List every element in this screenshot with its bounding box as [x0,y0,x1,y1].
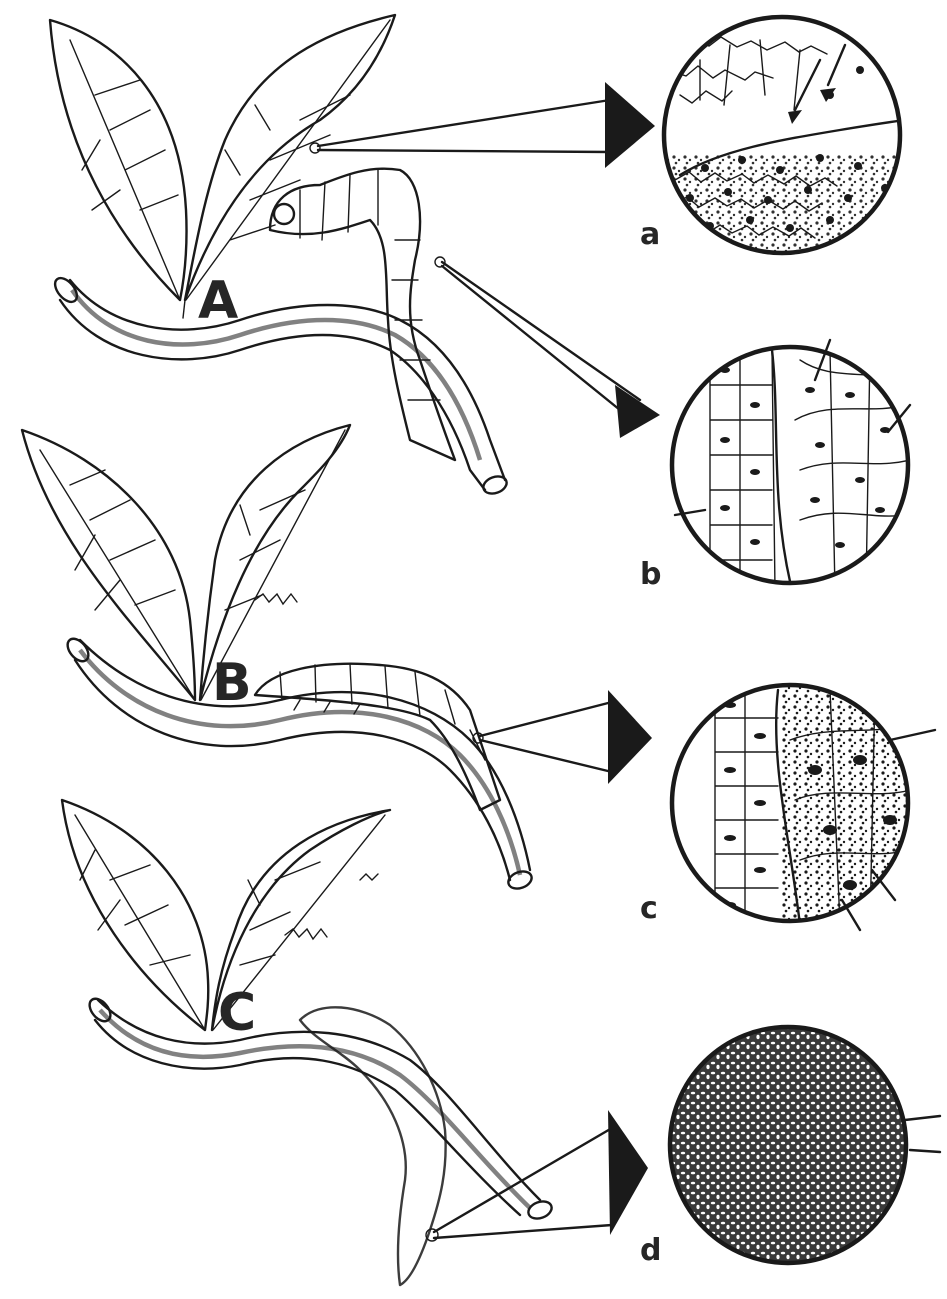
pointer-arrowhead-d [608,1110,648,1235]
stage-a-label: A [198,271,238,331]
inset-c: c [640,683,935,933]
stage-a-larva [270,169,455,460]
inset-d: d [640,1027,940,1268]
inset-c-label: c [640,891,658,926]
pointer-arrowhead-a [605,82,655,168]
stage-a-pointers [318,82,660,438]
stage-b-label: B [212,653,252,713]
inset-a: a [640,15,920,275]
pointer-arrowhead-b [615,385,660,438]
inset-b-label: b [640,557,661,592]
inset-b: b [640,340,910,592]
stage-a-leaf-sample-point [310,143,320,153]
stage-c-label: C [218,983,256,1043]
stage-a-group: A [50,15,509,497]
stage-a-stem [60,280,505,490]
pointer-arrowhead-c [608,690,652,784]
stage-c-group: C [62,800,554,1285]
stage-b-group: B [22,425,534,892]
stage-b-pointers [480,690,652,784]
stage-b-leaves [22,425,350,700]
stage-c-stem [95,1000,540,1215]
inset-a-label: a [640,217,660,252]
inset-d-label: d [640,1233,661,1268]
